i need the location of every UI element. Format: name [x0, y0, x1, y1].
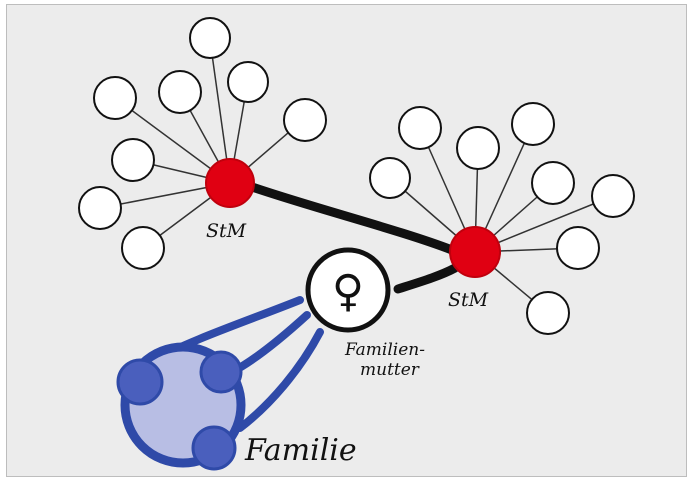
contact-node — [111, 138, 155, 182]
female-symbol-icon: ♀ — [332, 266, 364, 317]
contact-node — [158, 70, 202, 114]
contact-node — [526, 291, 570, 335]
left-hub-contacts — [78, 17, 327, 270]
mother-to-right-hub-tie — [393, 263, 460, 294]
contact-node — [398, 106, 442, 150]
family-label: Familie — [244, 433, 357, 468]
mother-to-member-3-tie — [236, 328, 324, 432]
family-mother-label-line1: Familien- — [344, 340, 425, 360]
family-member-node — [199, 350, 243, 394]
family-group — [116, 342, 246, 471]
contact-node — [93, 76, 137, 120]
right-stm-label: StM — [448, 289, 489, 311]
family-mother-label-line2: mutter — [360, 360, 420, 380]
contact-node — [456, 126, 500, 170]
left-stm-hub — [205, 158, 255, 208]
family-member-node — [116, 358, 164, 406]
contact-node — [121, 226, 165, 270]
contact-node — [511, 102, 555, 146]
strong-ties — [247, 182, 460, 294]
contact-node — [189, 17, 231, 59]
contact-node — [531, 161, 575, 205]
family-mother-node — [305, 247, 391, 333]
contact-node — [78, 186, 122, 230]
contact-node — [283, 98, 327, 142]
contact-node — [369, 157, 411, 199]
hub-to-hub-tie — [247, 182, 457, 255]
right-stm-hub — [449, 226, 501, 278]
right-hub-contacts — [369, 102, 635, 335]
family-member-node — [191, 425, 237, 471]
left-stm-label: StM — [206, 220, 247, 242]
contact-node — [591, 174, 635, 218]
contact-node — [227, 61, 269, 103]
contact-node — [556, 226, 600, 270]
